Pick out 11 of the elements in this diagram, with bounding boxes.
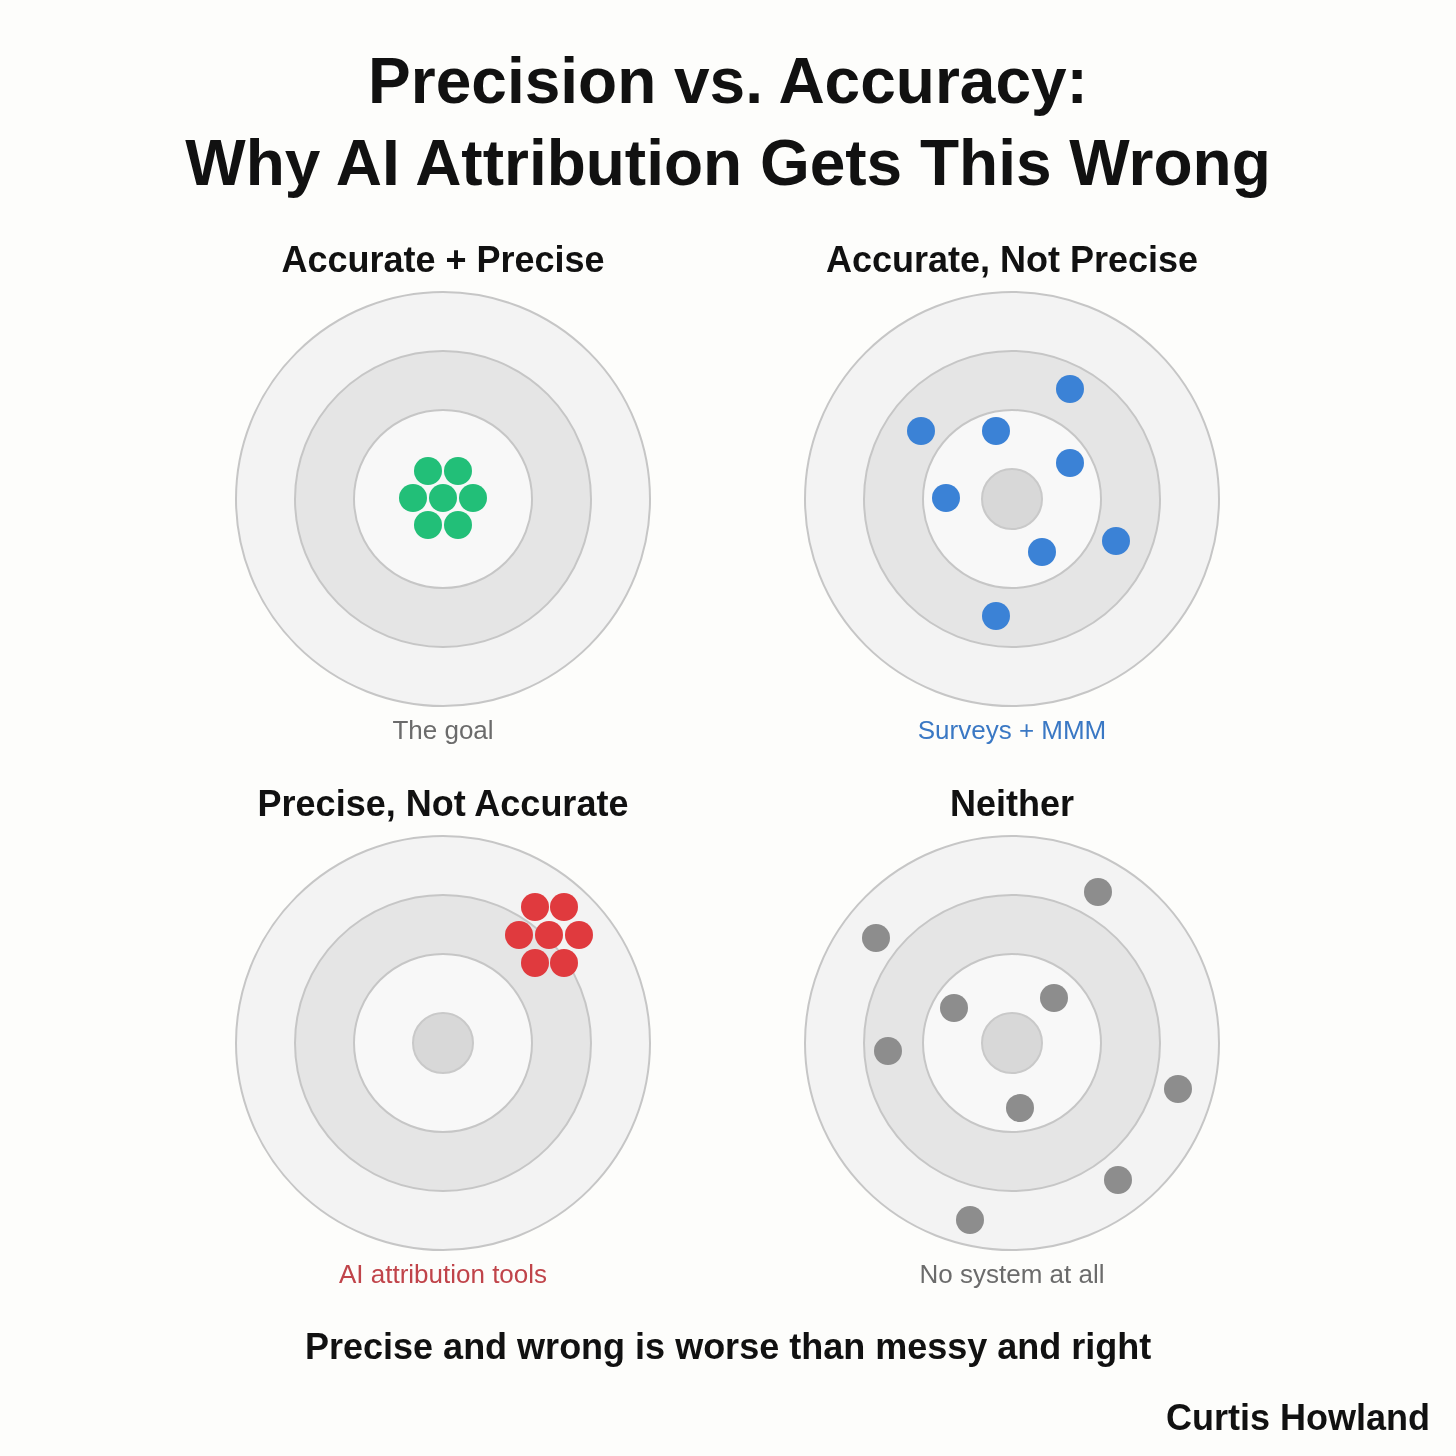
author-name: Curtis Howland	[1166, 1396, 1430, 1440]
target-heading: Neither	[949, 782, 1075, 826]
target-caption: AI attribution tools	[337, 1258, 549, 1290]
target-caption: Surveys + MMM	[916, 714, 1108, 746]
title: Precision vs. Accuracy: Why AI Attribution Gets This Wrong	[184, 44, 1272, 201]
target-heading: Accurate, Not Precise	[824, 238, 1200, 282]
target-heading: Accurate + Precise	[280, 238, 606, 282]
takeaway-text: Precise and wrong is worse than messy and right	[305, 1325, 1152, 1369]
target-heading: Precise, Not Accurate	[256, 782, 630, 826]
target-caption: The goal	[391, 714, 495, 746]
target-caption: No system at all	[918, 1258, 1106, 1290]
